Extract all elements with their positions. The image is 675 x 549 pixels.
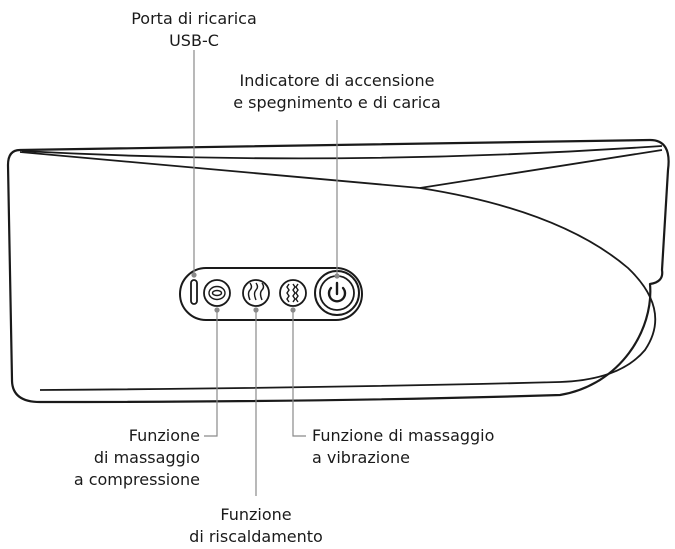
label-heating-line1: Funzione xyxy=(220,505,292,524)
leader-compression xyxy=(204,310,218,437)
device-body-outline xyxy=(6,138,670,404)
label-vibration-line2: a vibrazione xyxy=(312,448,410,467)
inner-pocket-outline xyxy=(39,187,657,391)
label-compression-line3: a compressione xyxy=(73,470,200,489)
label-compression-line1: Funzione xyxy=(128,426,200,445)
heating-icon xyxy=(247,282,265,301)
usb-c-port-icon[interactable] xyxy=(190,279,198,305)
label-power-indicator-line2: e spegnimento e di carica xyxy=(233,93,441,112)
label-compression-massage: Funzione di massaggio a compressione xyxy=(40,425,200,491)
fold-line-top xyxy=(21,145,663,160)
label-power-indicator: Indicatore di accensione e spegnimento e… xyxy=(200,70,474,114)
label-usb-port-line1: Porta di ricarica xyxy=(131,9,257,28)
control-panel xyxy=(179,267,363,321)
leader-lines xyxy=(193,50,338,496)
power-icon xyxy=(327,281,347,303)
vibration-icon xyxy=(286,283,299,303)
label-compression-line2: di massaggio xyxy=(93,448,200,467)
heating-button[interactable] xyxy=(242,279,270,307)
label-usb-port: Porta di ricarica USB-C xyxy=(104,8,284,52)
leader-vibration xyxy=(292,310,306,437)
label-vibration-line1: Funzione di massaggio xyxy=(312,426,495,445)
label-heating: Funzione di riscaldamento xyxy=(166,504,346,548)
label-vibration-massage: Funzione di massaggio a vibrazione xyxy=(312,425,542,469)
label-heating-line2: di riscaldamento xyxy=(189,527,323,546)
label-usb-port-line2: USB-C xyxy=(169,31,219,50)
leader-dots xyxy=(191,272,340,313)
compression-massage-button[interactable] xyxy=(203,279,231,307)
power-button[interactable] xyxy=(314,270,360,316)
compression-massage-icon xyxy=(208,285,226,301)
label-power-indicator-line1: Indicatore di accensione xyxy=(239,71,435,90)
vibration-button[interactable] xyxy=(279,279,307,307)
